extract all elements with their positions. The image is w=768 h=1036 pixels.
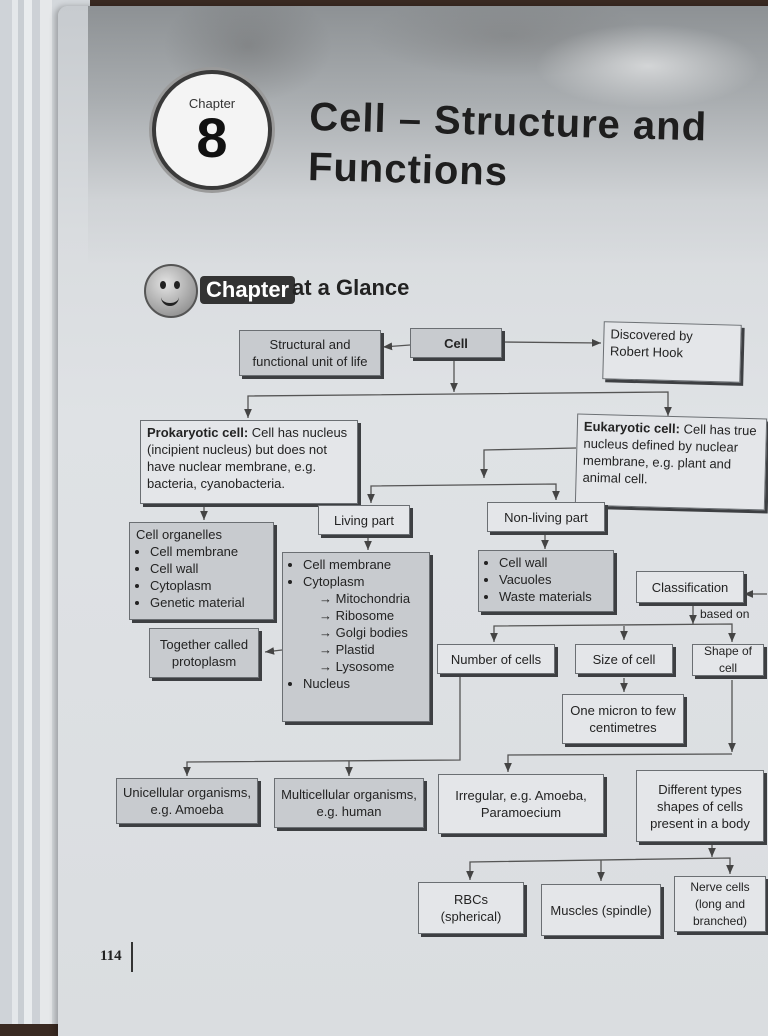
list-item: Cell wall (150, 560, 267, 577)
eukaryotic-heading: Eukaryotic cell: (583, 418, 681, 437)
discovered-box: Discovered by Robert Hook (602, 321, 742, 383)
non-living-part-box: Non-living part (487, 502, 605, 532)
size-of-cell-text: Size of cell (592, 651, 656, 667)
one-micron-text: One micron to few centimetres (570, 703, 676, 735)
prokaryotic-heading: Prokaryotic cell: (147, 425, 249, 440)
multicellular-text: Multicellular organisms, e.g. human (281, 787, 417, 819)
protoplasm-box: Together called protoplasm (149, 628, 259, 678)
living-part-text: Living part (334, 512, 394, 528)
list-item: Cell wall (499, 554, 607, 571)
shape-of-cell-text: Shape of cell (703, 644, 753, 675)
cell-organelles-list: Cell membrane Cell wall Cytoplasm Geneti… (136, 543, 267, 611)
cell-organelles-title: Cell organelles (136, 527, 222, 542)
list-item: Cell membrane (150, 543, 267, 560)
structural-unit-text: Structural and functional unit of life (252, 337, 368, 369)
based-on-label: based on (700, 607, 750, 621)
glance-text: at a Glance (292, 275, 410, 300)
rbcs-text: RBCs (spherical) (440, 892, 502, 924)
list-item: Nucleus (303, 675, 423, 692)
living-part-box: Living part (318, 505, 410, 535)
number-of-cells-text: Number of cells (450, 651, 542, 667)
list-item: Vacuoles (499, 571, 607, 588)
list-item: Ribosome (319, 607, 423, 624)
prokaryotic-box: Prokaryotic cell: Cell has nucleus (inci… (140, 420, 358, 504)
different-types-box: Different types shapes of cells present … (636, 770, 764, 842)
eukaryotic-box: Eukaryotic cell: Cell has true nucleus d… (574, 413, 768, 511)
muscles-box: Muscles (spindle) (541, 884, 661, 936)
non-living-part-text: Non-living part (504, 509, 588, 525)
unicellular-box: Unicellular organisms, e.g. Amoeba (116, 778, 258, 824)
list-item: Genetic material (150, 594, 267, 611)
unicellular-text: Unicellular organisms, e.g. Amoeba (123, 785, 251, 817)
classification-box: Classification (636, 571, 744, 603)
irregular-box: Irregular, e.g. Amoeba, Paramoecium (438, 774, 604, 834)
page-number: 114 (100, 948, 122, 964)
chapter-number: 8 (196, 106, 228, 169)
mascot-icon (144, 264, 198, 318)
glance-chip: Chapter (200, 276, 296, 304)
list-item: Cytoplasm (150, 577, 267, 594)
structural-unit-box: Structural and functional unit of life (239, 330, 381, 376)
discovered-text: Discovered by Robert Hook (609, 326, 693, 361)
list-item: Mitochondria (319, 590, 423, 607)
nerve-cells-box: Nerve cells (long and branched) (674, 876, 766, 932)
list-item: Cell membrane (303, 556, 423, 573)
list-item: Lysosome (319, 658, 423, 675)
non-living-list: Cell wall Vacuoles Waste materials (485, 554, 607, 605)
number-of-cells-box: Number of cells (437, 644, 555, 674)
list-item: Cytoplasm (303, 573, 423, 590)
shape-of-cell-box: Shape of cell (692, 644, 764, 676)
size-of-cell-box: Size of cell (575, 644, 673, 674)
non-living-contents-box: Cell wall Vacuoles Waste materials (478, 550, 614, 612)
one-micron-box: One micron to few centimetres (562, 694, 684, 744)
page-number-rule (131, 942, 133, 972)
rbcs-box: RBCs (spherical) (418, 882, 524, 934)
cell-box: Cell (410, 328, 502, 358)
living-part-contents-box: Cell membrane Cytoplasm Mitochondria Rib… (282, 552, 430, 722)
chapter-label: Chapter (188, 96, 236, 111)
nerve-cells-text: Nerve cells (long and branched) (690, 879, 750, 928)
cytoplasm-list: Mitochondria Ribosome Golgi bodies Plast… (289, 590, 423, 675)
list-item: Golgi bodies (319, 624, 423, 641)
prokaryotic-body: Cell has nucleus (incipient nucleus) but… (147, 425, 348, 491)
protoplasm-text: Together called protoplasm (159, 637, 249, 669)
list-item: Plastid (319, 641, 423, 658)
chapter-at-a-glance-heading: Chapter at a Glance (140, 262, 420, 322)
cell-text: Cell (444, 335, 468, 351)
chapter-badge: Chapter 8 (152, 70, 272, 190)
cell-organelles-box: Cell organelles Cell membrane Cell wall … (129, 522, 274, 620)
living-part-list-end: Nucleus (289, 675, 423, 692)
muscles-text: Muscles (spindle) (550, 902, 652, 918)
list-item: Waste materials (499, 588, 607, 605)
classification-text: Classification (651, 579, 729, 595)
irregular-text: Irregular, e.g. Amoeba, Paramoecium (455, 788, 587, 820)
multicellular-box: Multicellular organisms, e.g. human (274, 778, 424, 828)
different-types-text: Different types shapes of cells present … (650, 781, 750, 831)
living-part-list: Cell membrane Cytoplasm (289, 556, 423, 590)
